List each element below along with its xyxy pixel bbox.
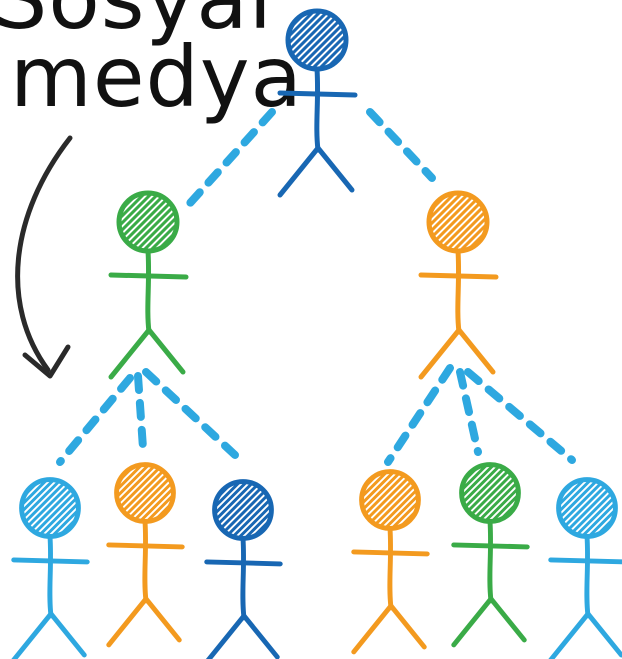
arms-line [204, 559, 283, 567]
arms-line [451, 542, 530, 550]
arms-line [11, 557, 90, 565]
label-line-1: Sosyal [0, 0, 273, 48]
body-line [487, 518, 494, 604]
head-hatching [559, 480, 615, 536]
person-figure-mid-right [418, 190, 499, 380]
arms-line [277, 90, 358, 98]
body-line [145, 248, 152, 335]
legs-line [277, 145, 355, 198]
connector-root-to-mid-left [178, 108, 276, 216]
arms-line [108, 272, 189, 280]
head-icon [556, 477, 618, 539]
arms-line [418, 272, 499, 280]
connector-mid-left-to-leaf-1 [56, 374, 134, 466]
arms-line [548, 557, 622, 565]
legs-line [351, 603, 427, 655]
legs-line [205, 613, 280, 659]
arms-line [351, 549, 430, 557]
body-line [240, 535, 247, 621]
person-figure-leaf-5 [451, 462, 530, 648]
connector-mid-right-to-leaf-4 [384, 364, 454, 466]
body-line [47, 533, 54, 619]
legs-line [11, 611, 87, 659]
connector-root-to-mid-right [366, 108, 436, 182]
person-figure-mid-left [108, 190, 189, 380]
head-icon [359, 469, 421, 531]
head-icon [19, 477, 81, 539]
body-line [584, 533, 591, 619]
label-line-2: medya [10, 28, 303, 126]
head-icon [114, 462, 176, 524]
connector-mid-left-to-leaf-2 [134, 372, 147, 452]
curved-arrow [15, 135, 73, 373]
head-icon [212, 479, 274, 541]
arrow-head [22, 344, 71, 379]
arms-line [106, 542, 185, 550]
legs-line [548, 611, 622, 659]
connector-mid-left-to-leaf-3 [142, 368, 239, 459]
connectors-layer [56, 108, 576, 466]
person-figure-root [277, 8, 358, 198]
connector-mid-right-to-leaf-6 [464, 368, 576, 464]
person-figure-leaf-2 [106, 462, 185, 648]
legs-line [418, 327, 496, 380]
body-line [387, 525, 394, 611]
head-icon [426, 190, 490, 254]
connector-mid-right-to-leaf-5 [456, 368, 482, 456]
head-icon [459, 462, 521, 524]
legs-line [108, 327, 186, 380]
body-line [142, 518, 149, 604]
body-line [314, 66, 321, 153]
body-line [455, 248, 462, 335]
legs-line [106, 596, 182, 648]
person-figure-leaf-4 [351, 469, 430, 655]
head-icon [116, 190, 180, 254]
legs-line [451, 596, 527, 648]
